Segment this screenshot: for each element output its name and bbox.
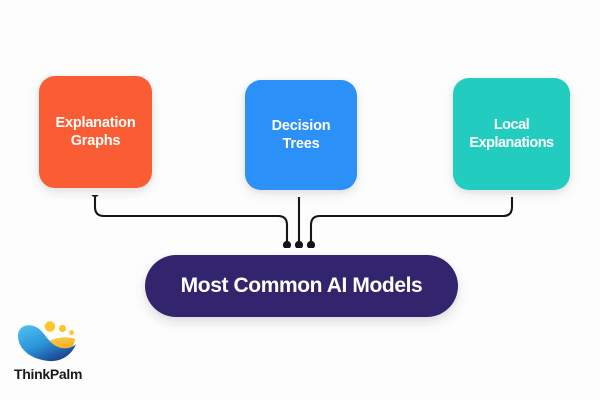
logo-dot-medium xyxy=(58,324,67,333)
logo-dot-small xyxy=(69,330,74,335)
thinkpalm-logo-icon xyxy=(18,321,76,362)
logo-dot-large xyxy=(44,321,56,332)
connector-dot-card-right xyxy=(507,188,517,198)
logo-blue-crescent xyxy=(18,325,76,362)
connector-dot-root-right xyxy=(306,240,316,250)
connector-dots xyxy=(90,188,517,250)
thinkpalm-logo: ThinkPalm xyxy=(14,316,100,390)
connector-local-explanations xyxy=(309,191,514,247)
thinkpalm-wordmark: ThinkPalm xyxy=(14,366,83,382)
connector-dot-root-middle xyxy=(294,240,304,250)
root-node-label: Most Common AI Models xyxy=(180,274,423,297)
root-node-most-common-ai-models[interactable]: Most Common AI Models xyxy=(145,255,458,317)
connector-dot-root-left xyxy=(282,240,292,250)
connector-explanation-graphs xyxy=(93,191,289,247)
connector-dot-card-middle xyxy=(294,188,304,198)
connector-dot-card-left xyxy=(90,188,100,198)
